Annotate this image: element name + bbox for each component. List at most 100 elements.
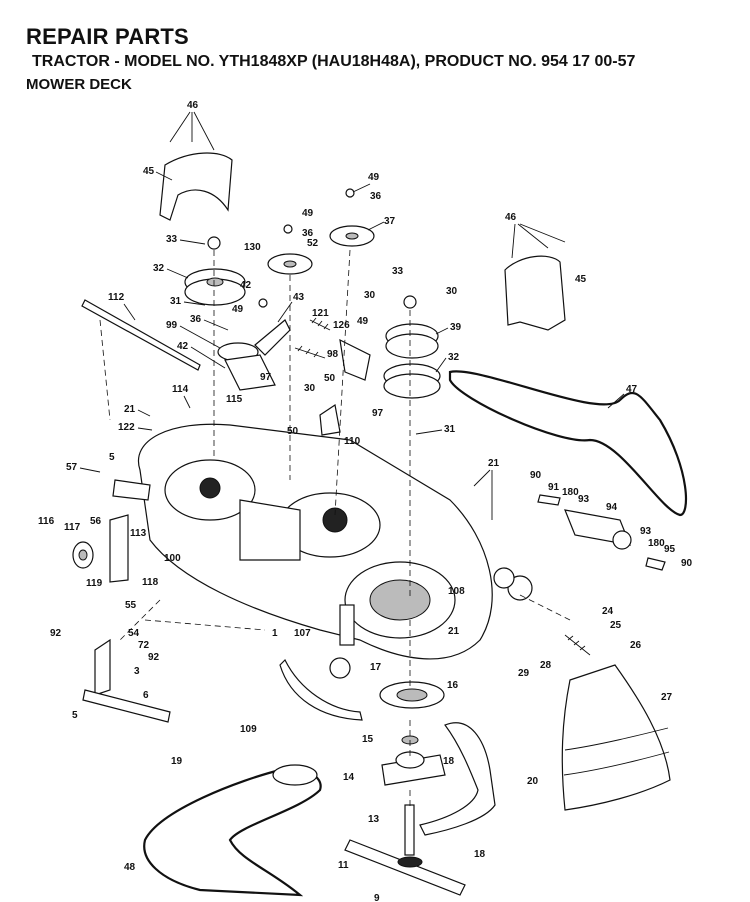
- callout-180-b: 180: [648, 538, 665, 549]
- callout-43: 43: [293, 292, 305, 303]
- callout-5-a: 5: [109, 452, 115, 463]
- callout-126: 126: [333, 320, 350, 331]
- callout-31-b: 31: [444, 424, 456, 435]
- callout-15: 15: [362, 734, 374, 745]
- callout-92-b: 92: [148, 652, 160, 663]
- callout-33-left: 33: [166, 234, 178, 245]
- callout-11: 11: [338, 860, 349, 871]
- callout-180-a: 180: [562, 487, 579, 498]
- callout-130: 130: [244, 242, 261, 253]
- callout-48: 48: [124, 862, 136, 873]
- callout-37: 37: [384, 216, 396, 227]
- callout-3: 3: [134, 666, 140, 677]
- callout-26: 26: [630, 640, 642, 651]
- callout-72: 72: [138, 640, 150, 651]
- callout-49-b: 49: [302, 208, 314, 219]
- callout-118: 118: [142, 577, 159, 588]
- callout-116: 116: [38, 516, 55, 527]
- idler-arms: [224, 317, 371, 436]
- callout-42-a: 42: [240, 280, 252, 291]
- callout-13: 13: [368, 814, 380, 825]
- callout-9: 9: [374, 893, 380, 902]
- spindle-and-blade: [344, 735, 466, 896]
- callout-18-b: 18: [474, 849, 486, 860]
- callout-20: 20: [527, 776, 539, 787]
- discharge-chute: [561, 664, 671, 811]
- callout-56: 56: [90, 516, 102, 527]
- pulley-assemblies: [184, 188, 441, 399]
- callout-50-b: 50: [324, 373, 336, 384]
- front-brackets: [72, 479, 171, 723]
- callout-36-b: 36: [302, 228, 314, 239]
- assembly-lines: [99, 249, 571, 810]
- callout-107: 107: [294, 628, 311, 639]
- callout-55: 55: [125, 600, 137, 611]
- deck-belt: [143, 767, 322, 897]
- callout-46-top: 46: [187, 100, 199, 111]
- callout-90-b: 90: [681, 558, 693, 569]
- callout-91: 91: [548, 482, 560, 493]
- lift-rod: [81, 299, 201, 371]
- callout-25: 25: [610, 620, 622, 631]
- callout-6: 6: [143, 690, 149, 701]
- callout-21-c: 21: [448, 626, 460, 637]
- callout-99: 99: [166, 320, 178, 331]
- callout-32-right: 32: [448, 352, 460, 363]
- chute-spring: [564, 634, 591, 656]
- callout-45-right: 45: [575, 274, 587, 285]
- callout-49-c: 49: [232, 304, 244, 315]
- callout-97-b: 97: [372, 408, 384, 419]
- callout-1: 1: [272, 628, 278, 639]
- callout-47: 47: [626, 384, 638, 395]
- belt-covers: [159, 152, 566, 331]
- callout-19: 19: [171, 756, 183, 767]
- callout-93-a: 93: [578, 494, 590, 505]
- callout-49-d: 49: [357, 316, 369, 327]
- callout-36-c: 36: [190, 314, 202, 325]
- callout-46-right: 46: [505, 212, 517, 223]
- model-subtitle: TRACTOR - MODEL NO. YTH1848XP (HAU18H48A…: [32, 53, 636, 70]
- callout-121: 121: [312, 308, 329, 319]
- callout-50-a: 50: [287, 426, 299, 437]
- baffle-and-bearing: [279, 658, 496, 836]
- callout-16: 16: [447, 680, 459, 691]
- callout-24: 24: [602, 606, 614, 617]
- callout-labels: 46 45 49 36 37 33 130 52 49 36 32 42 43 …: [38, 100, 693, 902]
- callout-14: 14: [343, 772, 355, 783]
- callout-27: 27: [661, 692, 673, 703]
- callout-21-b: 21: [488, 458, 500, 469]
- roller-assembly: [537, 494, 666, 571]
- callout-17: 17: [370, 662, 382, 673]
- callout-36-a: 36: [370, 191, 382, 202]
- callout-100: 100: [164, 553, 181, 564]
- callout-29: 29: [518, 668, 530, 679]
- callout-117: 117: [64, 522, 81, 533]
- callout-90-a: 90: [530, 470, 542, 481]
- page-title: REPAIR PARTS: [26, 24, 189, 49]
- callout-109: 109: [240, 724, 257, 735]
- belt-pulley-lower: [272, 764, 318, 786]
- callout-49-a: 49: [368, 172, 380, 183]
- callout-93-b: 93: [640, 526, 652, 537]
- callout-39: 39: [450, 322, 462, 333]
- callout-97-a: 97: [260, 372, 272, 383]
- callout-92-a: 92: [50, 628, 62, 639]
- callout-98: 98: [327, 349, 339, 360]
- callout-57: 57: [66, 462, 78, 473]
- callout-114: 114: [172, 384, 189, 395]
- mower-deck-housing: [137, 423, 533, 679]
- callout-32-left: 32: [153, 263, 165, 274]
- section-title: MOWER DECK: [26, 76, 132, 93]
- callout-115: 115: [226, 394, 243, 405]
- callout-94: 94: [606, 502, 618, 513]
- callout-108: 108: [448, 586, 465, 597]
- callout-52: 52: [307, 238, 319, 249]
- callout-30-b: 30: [364, 290, 376, 301]
- callout-30-c: 30: [446, 286, 458, 297]
- callout-33-right: 33: [392, 266, 404, 277]
- callout-54: 54: [128, 628, 140, 639]
- callout-18-a: 18: [443, 756, 455, 767]
- callout-31-a: 31: [170, 296, 182, 307]
- callout-21-a: 21: [124, 404, 136, 415]
